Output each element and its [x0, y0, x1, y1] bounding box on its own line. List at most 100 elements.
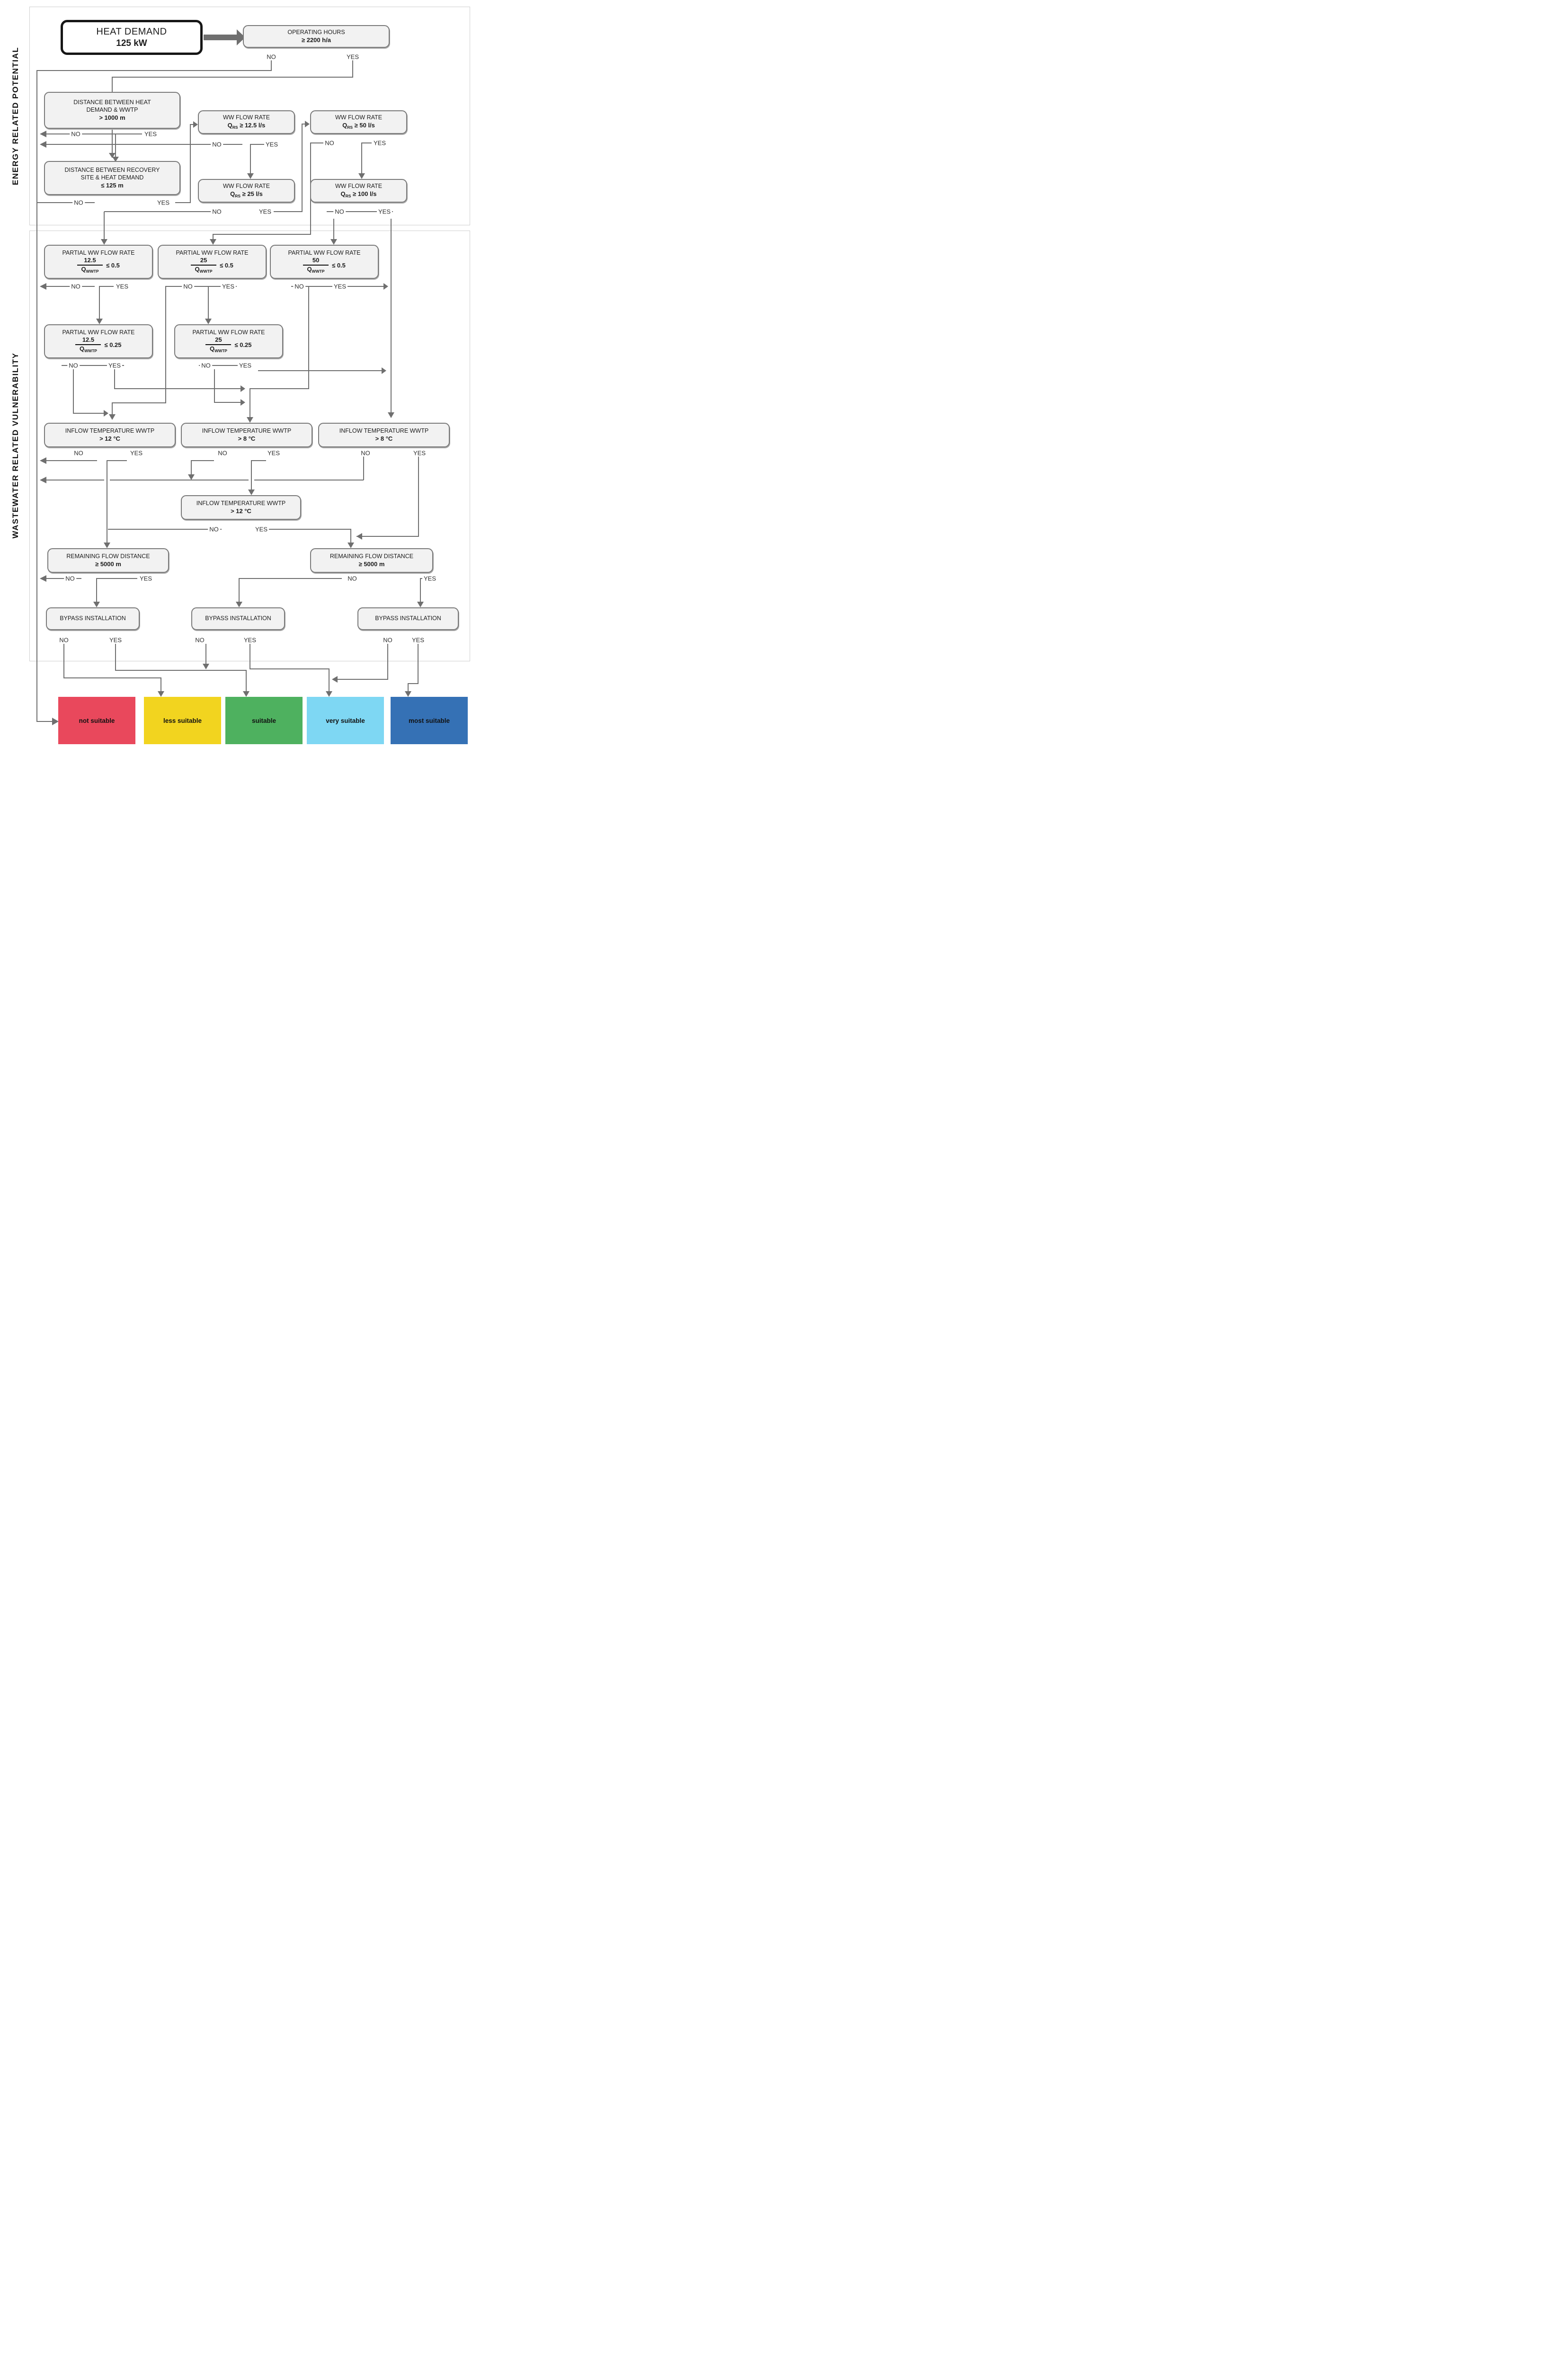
edge-label-yes: YES: [107, 636, 124, 644]
bypass-left-node: BYPASS INSTALLATION: [46, 607, 140, 630]
edge-label-no: NO: [216, 449, 229, 457]
node-title: INFLOW TEMPERATURE WWTP: [65, 427, 155, 435]
edge-label-yes: YES: [257, 208, 273, 215]
node-title: WW FLOW RATE: [335, 114, 383, 121]
edge-label-yes: YES: [372, 139, 388, 147]
edge-label-yes: YES: [376, 208, 392, 215]
node-condition: QRS ≥ 25 l/s: [230, 190, 263, 198]
flow-rate-25-node: WW FLOW RATE QRS ≥ 25 l/s: [198, 179, 295, 203]
result-most-suitable: most suitable: [391, 697, 468, 744]
result-less-suitable: less suitable: [144, 697, 221, 744]
edge-label-no: NO: [346, 575, 358, 582]
result-suitable: suitable: [225, 697, 303, 744]
edge-label-yes: YES: [410, 636, 426, 644]
node-title: WW FLOW RATE: [223, 114, 270, 121]
edge-label-yes: YES: [114, 283, 130, 290]
edge-label-yes: YES: [107, 362, 123, 369]
bypass-right-node: BYPASS INSTALLATION: [357, 607, 459, 630]
edge-label-yes: YES: [411, 449, 428, 457]
bypass-mid-node: BYPASS INSTALLATION: [191, 607, 285, 630]
node-title: PARTIAL WW FLOW RATE: [192, 329, 265, 336]
heat-demand-node: HEAT DEMAND 125 kW: [61, 20, 203, 55]
node-title: BYPASS INSTALLATION: [205, 615, 271, 622]
flow-rate-50-node: WW FLOW RATE QRS ≥ 50 l/s: [310, 110, 407, 134]
node-condition: ≤ 125 m: [101, 181, 124, 189]
edge-label-no: NO: [72, 199, 85, 206]
edge-label-no: NO: [182, 283, 194, 290]
node-title: DISTANCE BETWEEN RECOVERY: [64, 167, 160, 174]
node-condition: > 1000 m: [99, 114, 125, 121]
edge-label-no: NO: [382, 636, 394, 644]
edge-label-no: NO: [211, 208, 223, 215]
node-title: PARTIAL WW FLOW RATE: [288, 249, 361, 256]
edge-label-no: NO: [359, 449, 372, 457]
energy-section-frame: [29, 7, 470, 225]
edge-label-no: NO: [58, 636, 70, 644]
distance-recovery-node: DISTANCE BETWEEN RECOVERY SITE & HEAT DE…: [44, 161, 180, 195]
edge-label-yes: YES: [422, 575, 438, 582]
inflow-temp-8-right-node: INFLOW TEMPERATURE WWTP > 8 °C: [318, 423, 450, 447]
edge-label-yes: YES: [345, 53, 361, 61]
node-condition: ≥ 2200 h/a: [301, 36, 331, 44]
edge-label-no: NO: [333, 208, 346, 215]
node-title: OPERATING HOURS: [287, 29, 345, 36]
edge-label-no: NO: [67, 362, 80, 369]
node-title: BYPASS INSTALLATION: [60, 615, 126, 622]
edge-label-yes: YES: [128, 449, 144, 457]
node-title: REMAINING FLOW DISTANCE: [66, 553, 150, 560]
node-title: BYPASS INSTALLATION: [375, 615, 441, 622]
operating-hours-node: OPERATING HOURS ≥ 2200 h/a: [243, 25, 390, 48]
inflow-temp-12-left-node: INFLOW TEMPERATURE WWTP > 12 °C: [44, 423, 176, 447]
node-condition: > 8 °C: [375, 435, 393, 442]
edge-label-yes: YES: [143, 130, 159, 138]
node-title: INFLOW TEMPERATURE WWTP: [196, 500, 286, 507]
node-title: INFLOW TEMPERATURE WWTP: [202, 427, 292, 435]
heat-demand-value: 125 kW: [116, 38, 147, 48]
inflow-temp-12-mid2-node: INFLOW TEMPERATURE WWTP > 12 °C: [181, 495, 301, 520]
node-condition: QRS ≥ 100 l/s: [340, 190, 377, 198]
node-title: DISTANCE BETWEEN HEAT: [73, 99, 151, 106]
inflow-temp-8-mid-node: INFLOW TEMPERATURE WWTP > 8 °C: [181, 423, 312, 447]
node-condition: ≥ 5000 m: [95, 560, 121, 568]
distance-wwtp-node: DISTANCE BETWEEN HEAT DEMAND & WWTP > 10…: [44, 92, 180, 129]
node-title: WW FLOW RATE: [223, 183, 270, 190]
edge-label-no: NO: [208, 525, 220, 533]
edge-label-yes: YES: [242, 636, 258, 644]
edge-label-yes: YES: [332, 283, 348, 290]
heat-demand-title: HEAT DEMAND: [96, 26, 167, 37]
node-condition: ≥ 5000 m: [358, 560, 385, 568]
flow-rate-100-node: WW FLOW RATE QRS ≥ 100 l/s: [310, 179, 407, 203]
edge-label-yes: YES: [266, 449, 282, 457]
node-title: WW FLOW RATE: [335, 183, 383, 190]
edge-label-no: NO: [265, 53, 277, 61]
node-title: PARTIAL WW FLOW RATE: [62, 329, 135, 336]
node-title: PARTIAL WW FLOW RATE: [62, 249, 135, 256]
flow-arrows: [36, 29, 424, 725]
edge-label-no: NO: [72, 449, 85, 457]
edge-label-yes: YES: [155, 199, 171, 206]
flow-rate-12-5-node: WW FLOW RATE QRS ≥ 12.5 l/s: [198, 110, 295, 134]
node-condition: > 12 °C: [231, 507, 251, 515]
edge-label-no: NO: [200, 362, 212, 369]
node-title: INFLOW TEMPERATURE WWTP: [339, 427, 429, 435]
node-title-2: DEMAND & WWTP: [86, 106, 138, 113]
result-not-suitable: not suitable: [58, 697, 135, 744]
node-title-2: SITE & HEAT DEMAND: [80, 174, 144, 181]
edge-label-no: NO: [70, 130, 82, 138]
node-title: PARTIAL WW FLOW RATE: [176, 249, 249, 256]
arrowheads: [40, 29, 424, 725]
edge-label-no: NO: [70, 283, 82, 290]
edge-label-yes: YES: [253, 525, 269, 533]
node-condition: QRS ≥ 50 l/s: [342, 122, 375, 130]
edge-label-no: NO: [64, 575, 76, 582]
edge-label-yes: YES: [220, 283, 236, 290]
